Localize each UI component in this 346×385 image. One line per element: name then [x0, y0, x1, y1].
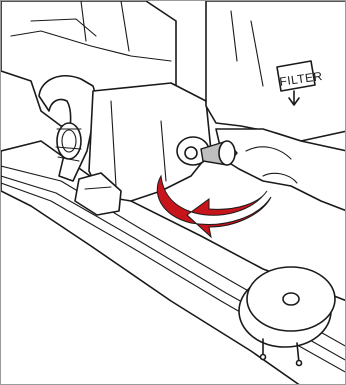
hand-lower	[216, 129, 346, 211]
hand-upper	[206, 1, 346, 141]
